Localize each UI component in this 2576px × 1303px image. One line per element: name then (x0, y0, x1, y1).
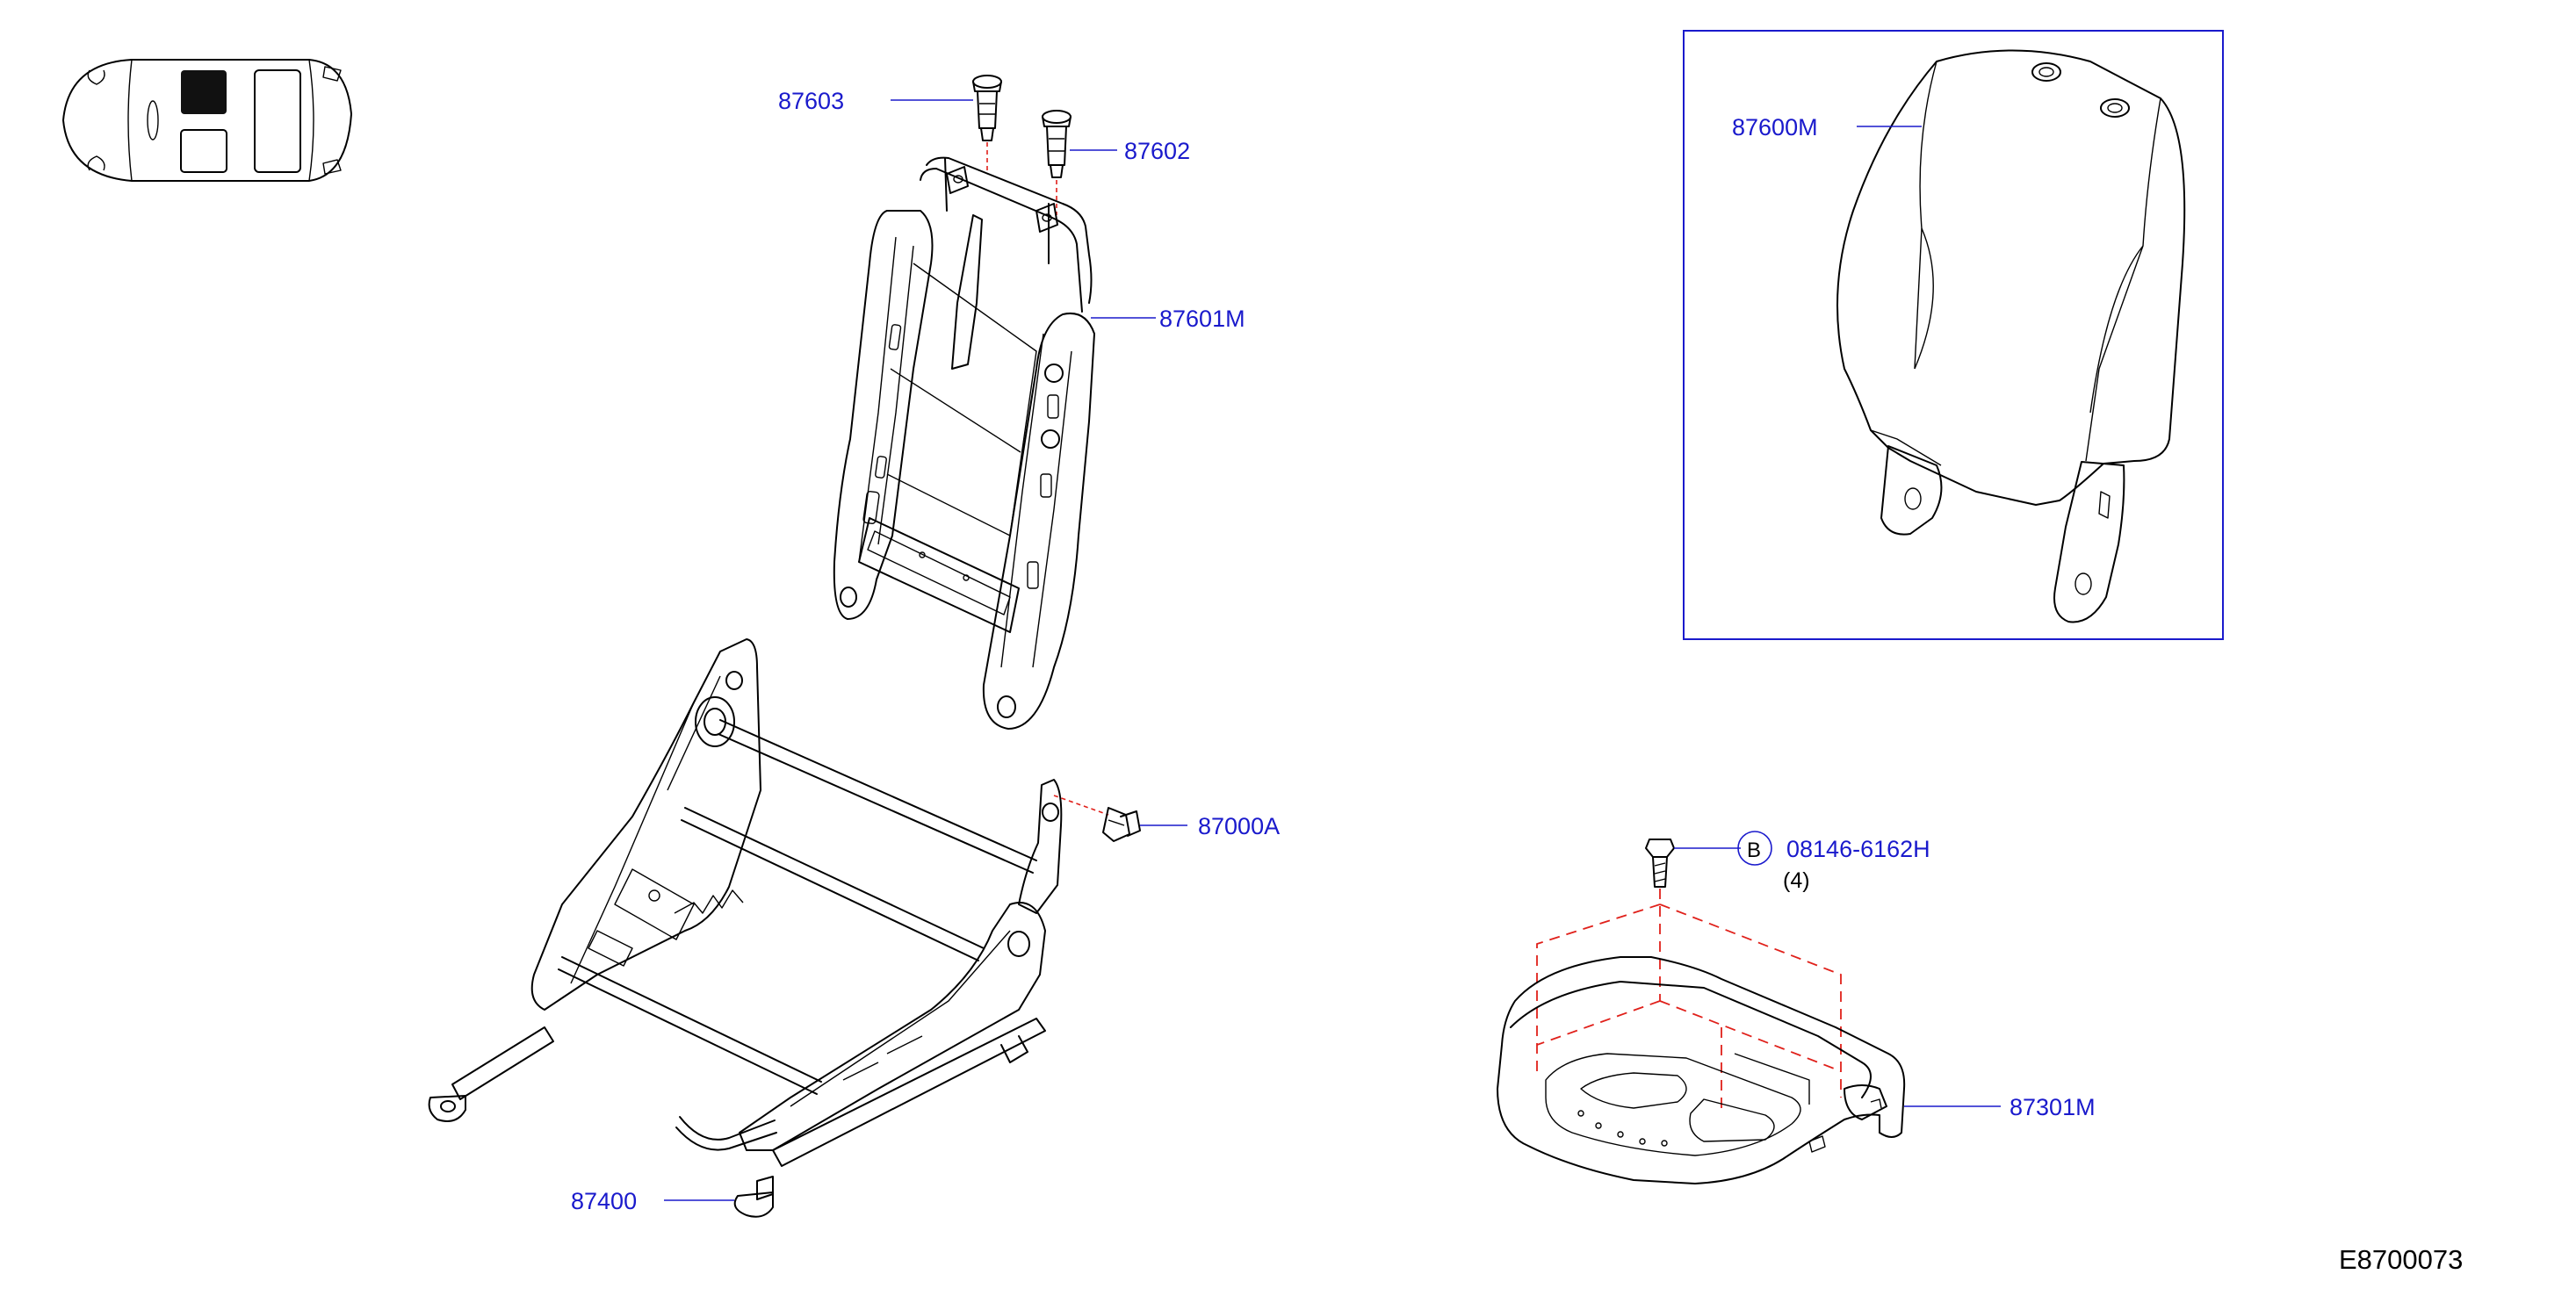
callout-87601m: 87601M (1159, 306, 1245, 332)
headrest-guide-87602-icon (1042, 110, 1072, 178)
headrest-guide-87603-icon (972, 75, 1002, 141)
leader-lines (664, 99, 2001, 1201)
callout-87000a: 87000A (1198, 813, 1280, 839)
seat-position-locator-icon (62, 59, 352, 182)
driver-seat-marker-icon (181, 70, 227, 114)
bolt-quantity: (4) (1783, 868, 1810, 893)
seat-back-trim-box (1683, 30, 2224, 640)
callout-87602: 87602 (1124, 138, 1190, 164)
callout-87301m: 87301M (2010, 1094, 2096, 1120)
callout-87600m: 87600M (1732, 114, 1818, 140)
callout-08146-6162h: 08146-6162H (1786, 836, 1930, 862)
assembly-dash-lines (1536, 889, 1842, 1113)
bolt-symbol-b: B (1747, 839, 1761, 862)
seat-back-trim-87600m-icon (1836, 49, 2186, 623)
callout-87603: 87603 (778, 88, 844, 114)
seat-cushion-frame-87400-icon (428, 638, 1063, 1218)
diagram-code: E8700073 (2339, 1244, 2463, 1275)
bolt-87000a-icon (1053, 795, 1141, 842)
cushion-pad-87301m-icon (1497, 956, 1906, 1184)
bolt-08146-6162h-icon (1645, 839, 1675, 888)
callout-87400: 87400 (571, 1188, 637, 1214)
seat-back-frame-87601m-icon (833, 156, 1095, 730)
